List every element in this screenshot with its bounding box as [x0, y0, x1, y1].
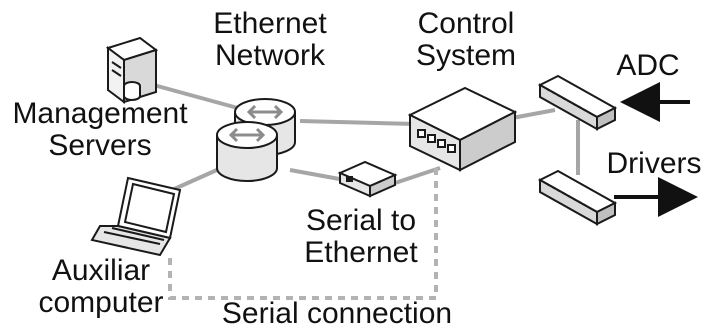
- laptop-icon: [90, 176, 182, 257]
- drivers-label: Drivers: [606, 147, 702, 180]
- rack-module-icon: [537, 74, 618, 131]
- link-control-adc: [511, 108, 556, 120]
- rack-module-icon: [537, 169, 618, 226]
- link-router-serial: [289, 168, 346, 182]
- serial-connection-line: [168, 168, 438, 300]
- serial-connection-label: Serial connection: [221, 297, 453, 330]
- router-stack-icon: [216, 98, 296, 182]
- connection-lines: [149, 82, 580, 192]
- serial-converter-icon: [337, 160, 398, 198]
- serial-to-ethernet-label: Serial to Ethernet: [304, 204, 418, 269]
- control-box-icon: [407, 86, 518, 172]
- server-tower-icon: [105, 36, 159, 104]
- auxiliar-computer-label: Auxiliar computer: [38, 254, 164, 319]
- control-system-label: Control System: [415, 7, 517, 72]
- ethernet-network-label: Ethernet Network: [213, 7, 327, 72]
- link-router-control: [299, 119, 416, 126]
- link-serial-control: [394, 166, 441, 185]
- adc-label: ADC: [616, 49, 680, 82]
- management-servers-label: Management Servers: [12, 97, 188, 162]
- link-server-router: [149, 82, 246, 112]
